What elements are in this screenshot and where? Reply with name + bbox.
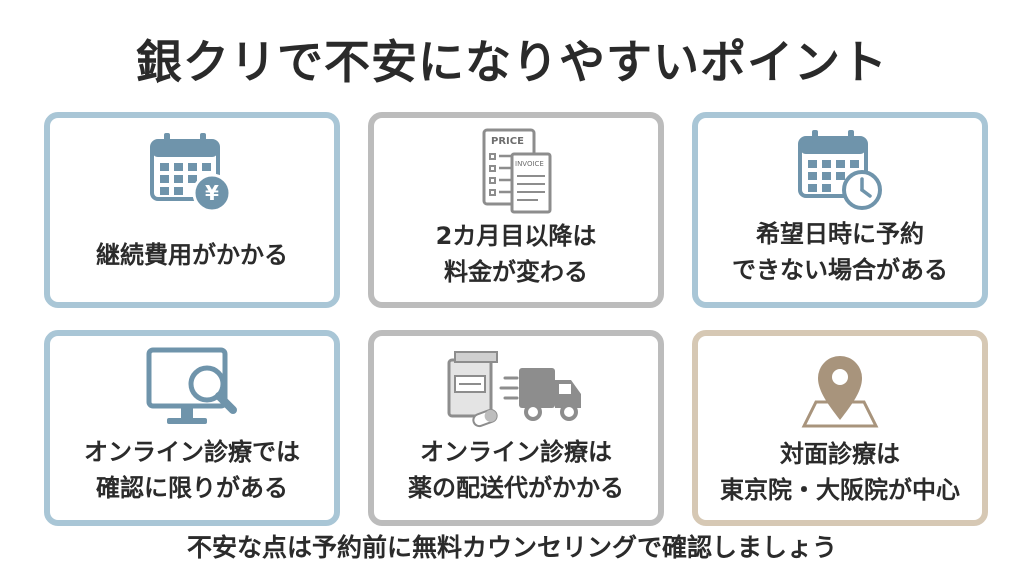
page-title: 銀クリで不安になりやすいポイント <box>136 35 888 89</box>
card-in-person: 対面診療は 東京院・大阪院が中心 <box>692 330 988 526</box>
svg-text:¥: ¥ <box>205 181 219 205</box>
card-label: オンライン診療では 確認に限りがある <box>84 438 300 502</box>
calendar-clock-icon <box>698 126 982 216</box>
points-grid: ¥ 継続費用がかかる PRICE I <box>44 112 988 526</box>
card-online-limits: オンライン診療では 確認に限りがある <box>44 330 340 526</box>
card-price-change: PRICE INVOICE 2カ月目以降は 料金が変わる <box>368 112 664 308</box>
card-label: 継続費用がかかる <box>96 241 288 269</box>
footer-note: 不安な点は予約前に無料カウンセリングで確認しましょう <box>186 533 837 562</box>
monitor-search-icon <box>50 344 334 434</box>
svg-text:PRICE: PRICE <box>491 136 524 147</box>
card-label: 希望日時に予約 できない場合がある <box>732 220 948 284</box>
card-label: 2カ月目以降は 料金が変わる <box>435 222 597 286</box>
card-label: オンライン診療は 薬の配送代がかかる <box>408 438 624 502</box>
card-ongoing-cost: ¥ 継続費用がかかる <box>44 112 340 308</box>
calendar-yen-icon: ¥ <box>50 126 334 222</box>
price-invoice-icon: PRICE INVOICE <box>374 126 658 218</box>
card-shipping-cost: オンライン診療は 薬の配送代がかかる <box>368 330 664 526</box>
card-booking-availability: 希望日時に予約 できない場合がある <box>692 112 988 308</box>
card-label: 対面診療は 東京院・大阪院が中心 <box>720 440 960 504</box>
map-pin-icon <box>698 344 982 436</box>
svg-text:INVOICE: INVOICE <box>515 160 544 168</box>
medicine-truck-icon <box>374 344 658 434</box>
